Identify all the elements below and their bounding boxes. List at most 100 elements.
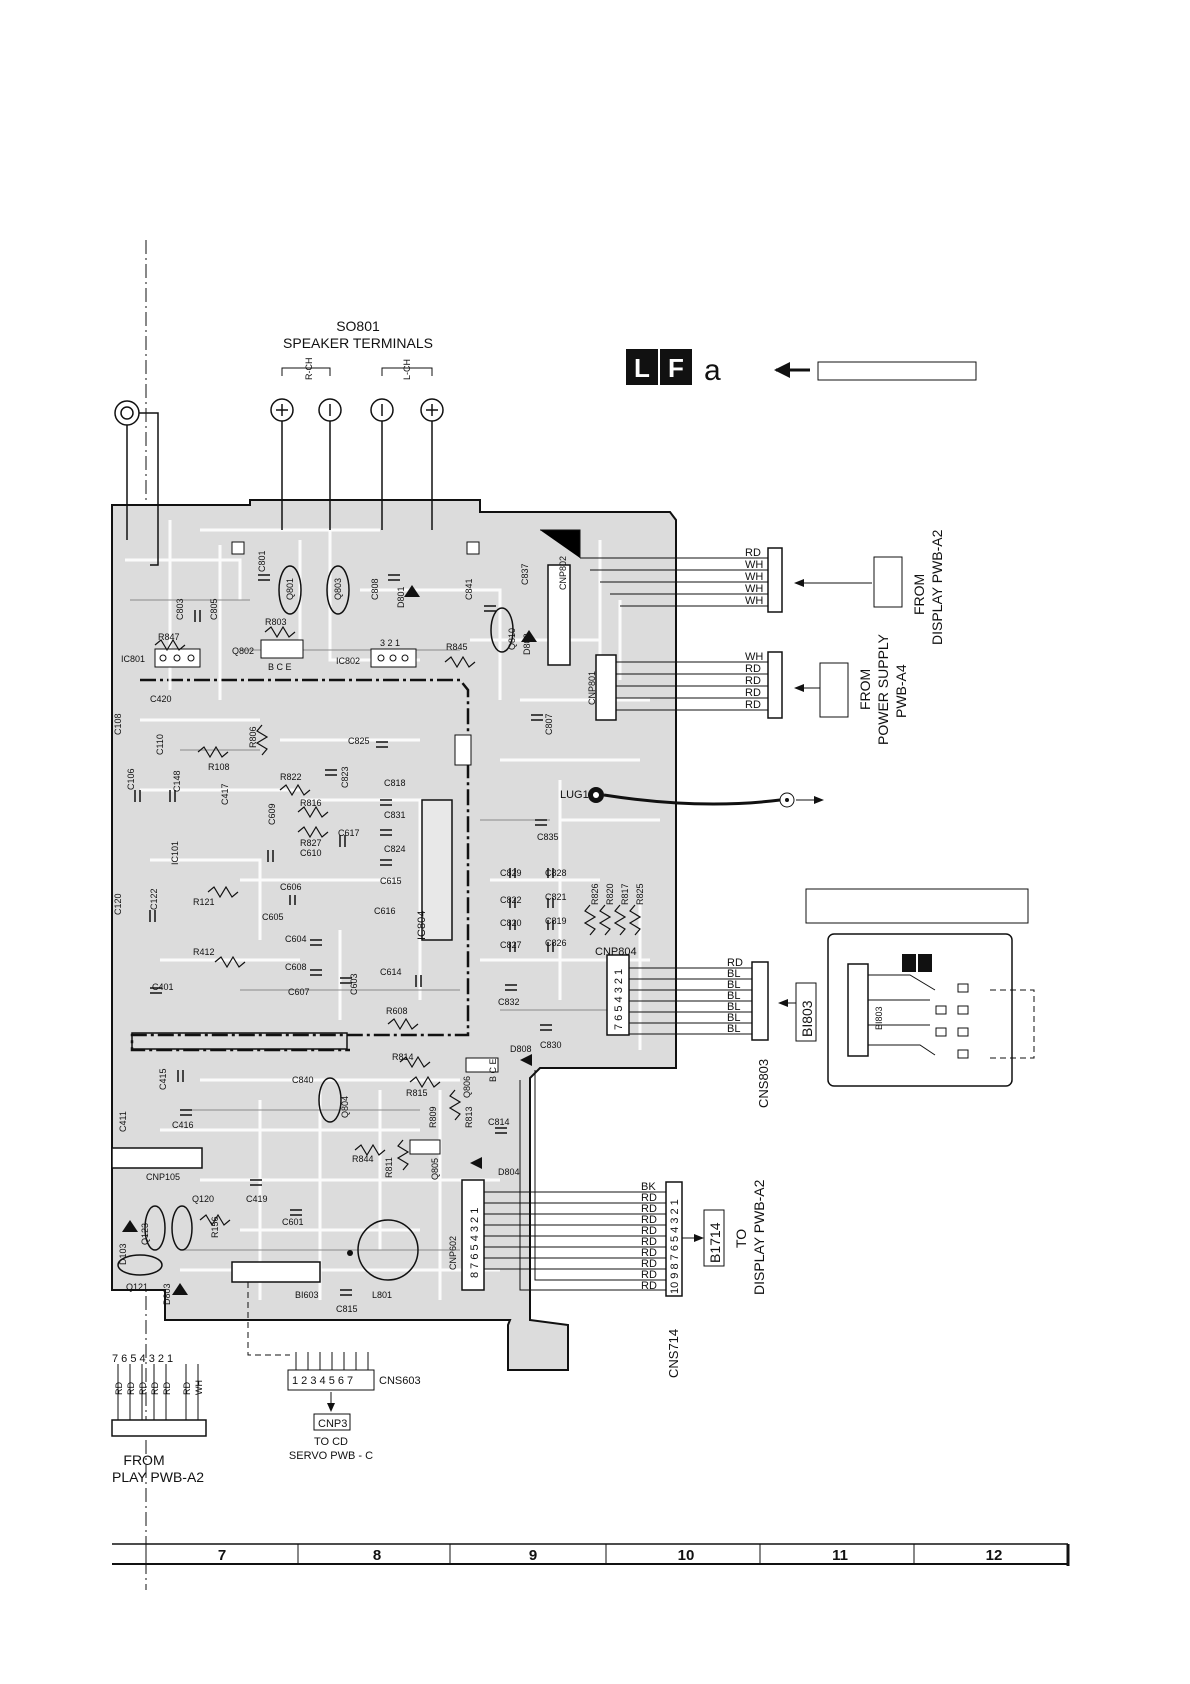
lbl-c608: C608: [285, 962, 307, 972]
inset-bi803-label: BI803: [874, 1006, 884, 1030]
lbl-d103: D103: [118, 1243, 128, 1265]
lbl-q806-bce: B C E: [488, 1058, 498, 1082]
lbl-q802: Q802: [232, 646, 254, 656]
wire-804-6: BL: [727, 1023, 740, 1035]
lbl-c601: C601: [282, 1217, 304, 1227]
wire-602-6: RD: [641, 1247, 657, 1259]
lbl-c807: C807: [544, 713, 554, 735]
lbl-d803: D803: [162, 1283, 172, 1305]
lbl-c606: C606: [280, 882, 302, 892]
cnp804-label: CNP804: [595, 946, 637, 958]
lb-wire-0: RD: [114, 1382, 124, 1395]
lb-wire-6: WH: [194, 1380, 204, 1395]
lbl-c401: C401: [152, 982, 174, 992]
grid-col-10: 10: [678, 1547, 695, 1564]
lbl-c840: C840: [292, 1075, 314, 1085]
lb-wire-2: RD: [138, 1382, 148, 1395]
cnp602-to-2: DISPLAY PWB-A2: [751, 1179, 767, 1295]
top-from-label-1: FROM: [911, 574, 927, 615]
lbl-r813: R813: [464, 1106, 474, 1128]
lbl-c821: C821: [545, 892, 567, 902]
lbl-r108: R108: [208, 762, 230, 772]
lbl-c120: C120: [113, 893, 123, 915]
lbl-cnp802: CNP802: [558, 556, 568, 590]
lbl-q810: Q810: [507, 628, 517, 650]
connector-power: WH RD RD RD RD FROM POWER SUPPLY PWB-A4: [616, 633, 909, 745]
wire-602-0: BK: [641, 1181, 656, 1193]
lbl-c837: C837: [520, 563, 530, 585]
lbl-c416: C416: [172, 1120, 194, 1130]
wire-804-0: RD: [727, 957, 743, 969]
wire-804-1: BL: [727, 968, 740, 980]
lbl-cnp801: CNP801: [587, 671, 597, 705]
lbl-r844: R844: [352, 1154, 374, 1164]
lbl-r820: R820: [605, 883, 615, 905]
lbl-r822: R822: [280, 772, 302, 782]
lbl-r412: R412: [193, 947, 215, 957]
lbl-c607: C607: [288, 987, 310, 997]
lbl-c614: C614: [380, 967, 402, 977]
legend-a: a: [704, 354, 721, 387]
lbl-c420: C420: [150, 694, 172, 704]
b1714-label: B1714: [707, 1222, 723, 1263]
wire-pw-4: RD: [745, 699, 761, 711]
cns603-to-2: SERVO PWB - C: [289, 1450, 373, 1462]
lbl-c823: C823: [340, 766, 350, 788]
lbl-c616: C616: [374, 906, 396, 916]
cns803-label: CNS803: [756, 1059, 771, 1108]
lbl-c832: C832: [498, 997, 520, 1007]
cns714-label: CNS714: [666, 1329, 681, 1378]
top-from-label-2: DISPLAY PWB-A2: [929, 529, 945, 645]
lbl-r847: R847: [158, 632, 180, 642]
cns603-pins: 1 2 3 4 5 6 7: [292, 1375, 353, 1387]
connector-cnp804: CNP804 7 6 5 4 3 2 1 RD BL BL BL BL BL B…: [595, 946, 817, 1108]
lbl-c803: C803: [175, 598, 185, 620]
ground-terminal: [114, 400, 159, 566]
cns603-to-1: TO CD: [314, 1436, 348, 1448]
lbl-r809: R809: [428, 1106, 438, 1128]
grid-col-8: 8: [373, 1547, 381, 1564]
bi803-label: BI803: [799, 1000, 815, 1037]
wire-602-4: RD: [641, 1225, 657, 1237]
lbl-c830: C830: [540, 1040, 562, 1050]
lbl-c417: C417: [220, 783, 230, 805]
speaker-title-1: SO801: [336, 318, 380, 334]
lb-wire-3: RD: [150, 1382, 160, 1395]
speaker-title-2: SPEAKER TERMINALS: [283, 335, 433, 351]
wire-pw-1: RD: [745, 663, 761, 675]
l-ch-label: L-CH: [402, 359, 412, 380]
lbl-c148: C148: [172, 770, 182, 792]
lbl-c824: C824: [384, 844, 406, 854]
lbl-q801: Q801: [285, 578, 295, 600]
lbl-c110: C110: [155, 734, 165, 755]
wire-602-3: RD: [641, 1214, 657, 1226]
wire-top-3: WH: [745, 583, 763, 595]
lbl-r817: R817: [620, 883, 630, 905]
grid-col-12: 12: [986, 1547, 1003, 1564]
lbl-r608: R608: [386, 1006, 408, 1016]
lbl-ic801: IC801: [121, 654, 145, 664]
lbl-c617: C617: [338, 828, 360, 838]
lbl-c814: C814: [488, 1117, 510, 1127]
lbl-q120: Q120: [192, 1194, 214, 1204]
connector-left-bottom: 7 6 5 4 3 2 1 RD RD RD RD RD RD WH FROM …: [111, 1353, 207, 1485]
cnp3-label: CNP3: [318, 1418, 347, 1430]
wire-top-0: RD: [745, 547, 761, 559]
lbl-c605: C605: [262, 912, 284, 922]
lbl-ic101: IC101: [170, 841, 180, 865]
lbl-c819: C819: [545, 916, 567, 926]
wire-top-1: WH: [745, 559, 763, 571]
lbl-l801: L801: [372, 1290, 392, 1300]
lbl-c825: C825: [348, 736, 370, 746]
lbl-c415: C415: [158, 1068, 168, 1090]
lbl-r816: R816: [300, 798, 322, 808]
lbl-q804: Q804: [340, 1096, 350, 1118]
lug-wire: LUG1: [560, 789, 824, 808]
wire-602-8: RD: [641, 1269, 657, 1281]
connector-cns603: 1 2 3 4 5 6 7 CNS603 CNP3 TO CD SERVO PW…: [247, 1282, 421, 1462]
lbl-d802: D802: [522, 633, 532, 655]
lbl-d801: D801: [396, 586, 406, 608]
lbl-d804: D804: [498, 1167, 520, 1177]
lbl-c108: C108: [113, 713, 123, 735]
pcb-board: [111, 499, 677, 1371]
